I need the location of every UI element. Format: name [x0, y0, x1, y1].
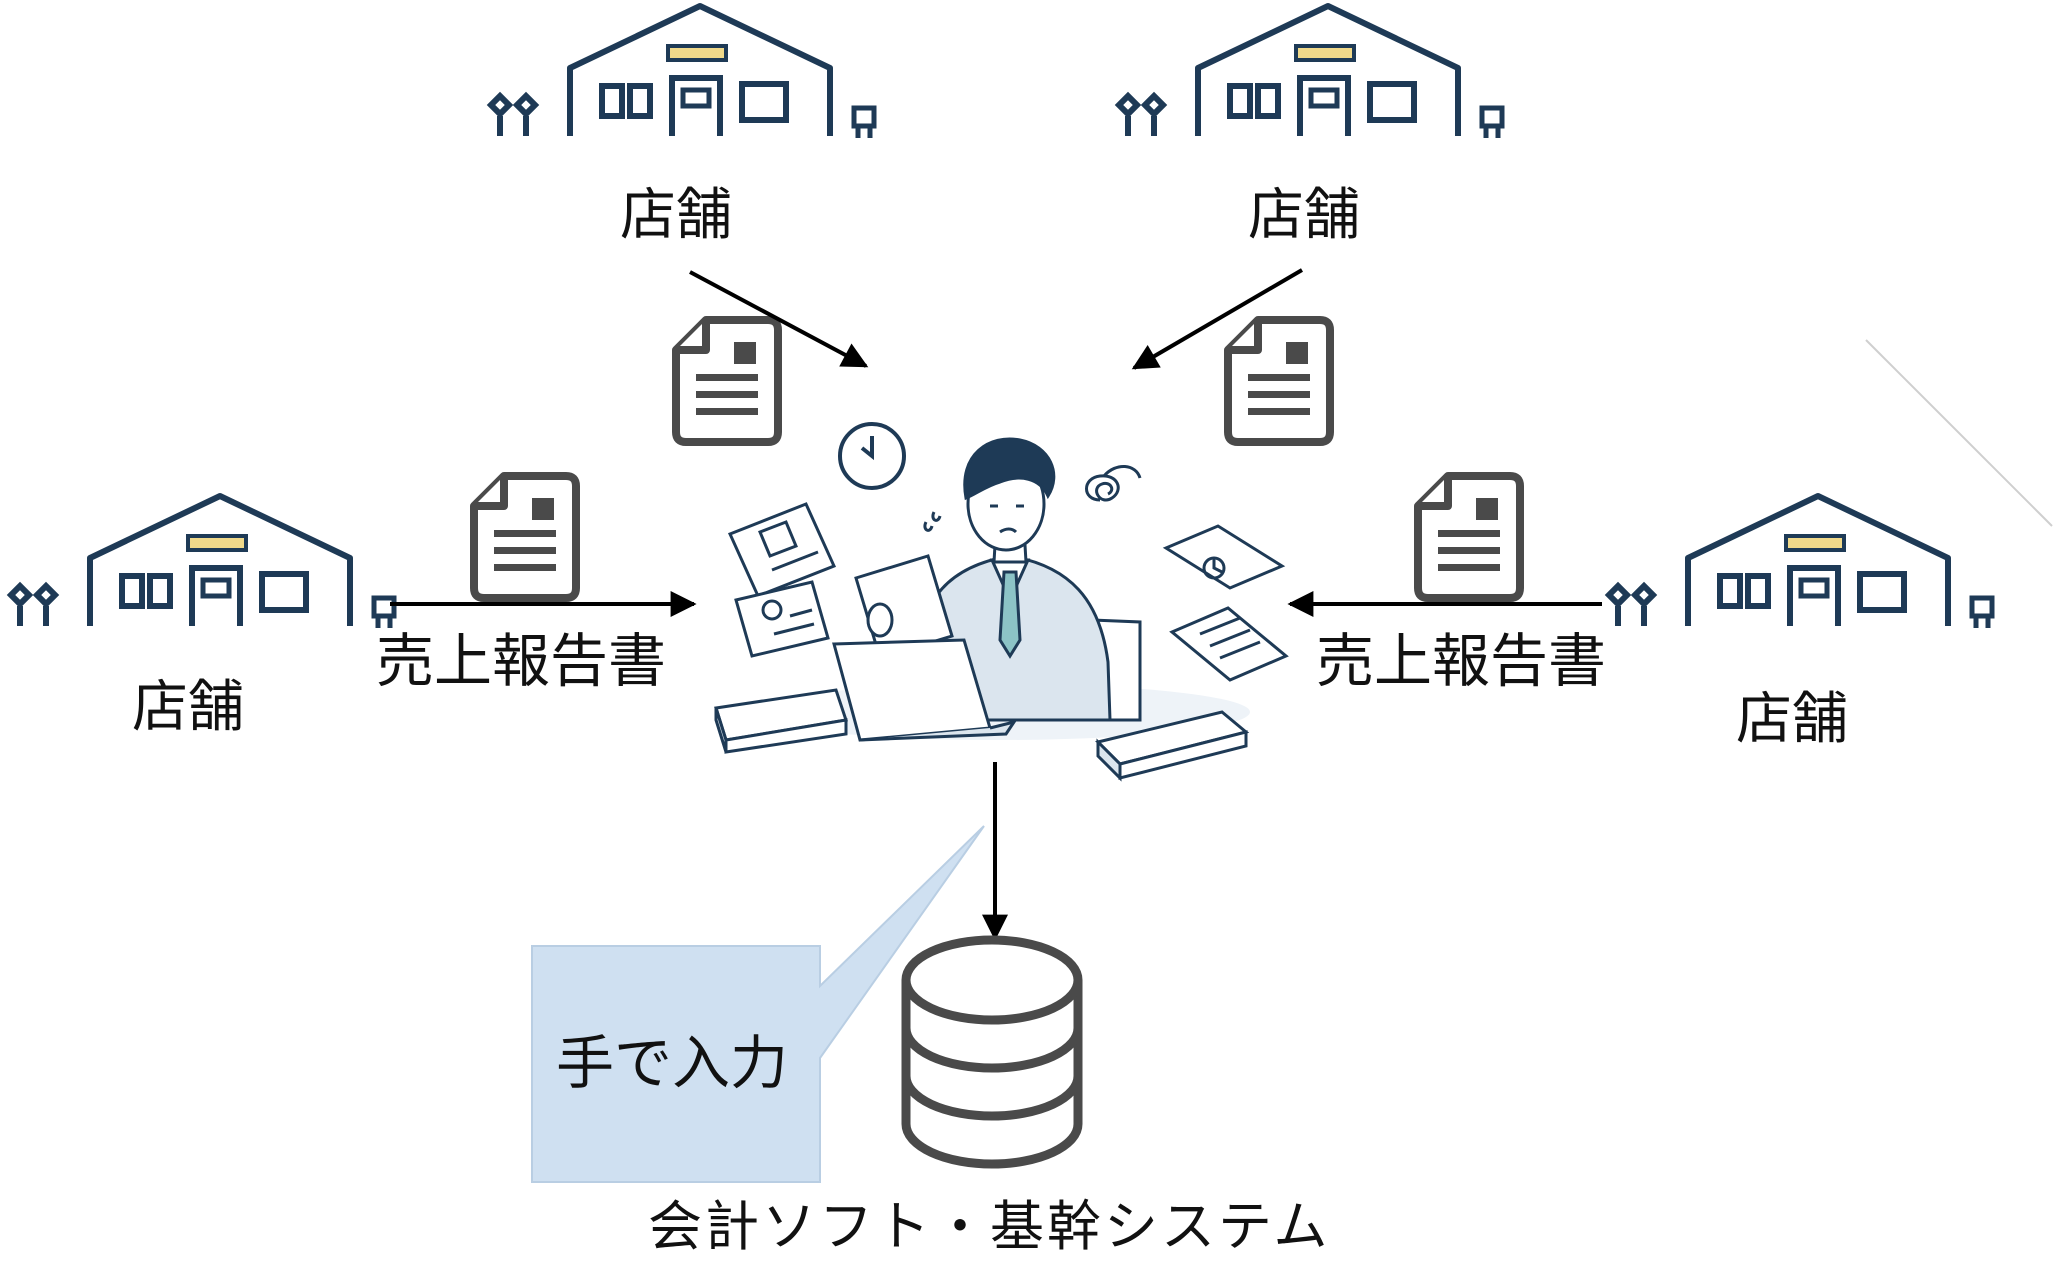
store-building-icon	[1119, 6, 1502, 138]
store-label: 店舗	[620, 183, 732, 248]
store-building-icon	[491, 6, 874, 138]
store-label: 店舗	[1736, 687, 1848, 752]
flow-arrow	[1131, 268, 1304, 370]
floating-paper-icon	[734, 580, 830, 658]
report-document-icon	[676, 320, 778, 442]
store-label: 店舗	[1248, 183, 1360, 248]
report-document-icon	[1228, 320, 1330, 442]
floating-paper-icon	[1169, 606, 1289, 682]
floating-paper-icon	[727, 502, 837, 598]
report-document-icon	[1418, 476, 1520, 598]
database-icon	[901, 935, 1083, 1169]
database-label: 会計ソフト・基幹システム	[648, 1195, 1331, 1258]
clock-icon	[838, 422, 906, 490]
store-label: 店舗	[132, 675, 244, 740]
store-building-icon	[1609, 496, 1992, 628]
sales-report-label: 売上報告書	[376, 627, 667, 695]
decorative-line	[1865, 339, 2053, 527]
flow-arrow	[689, 270, 869, 368]
report-document-icon	[474, 476, 576, 598]
office-worker-illustration	[714, 437, 1250, 782]
callout-bubble	[531, 825, 985, 1183]
confusion-swirl-icon	[1085, 465, 1142, 502]
store-building-icon	[11, 496, 394, 628]
callout-text: 手で入力	[556, 1029, 789, 1097]
sales-report-label: 売上報告書	[1316, 627, 1607, 695]
floating-paper-icon	[1162, 524, 1286, 590]
